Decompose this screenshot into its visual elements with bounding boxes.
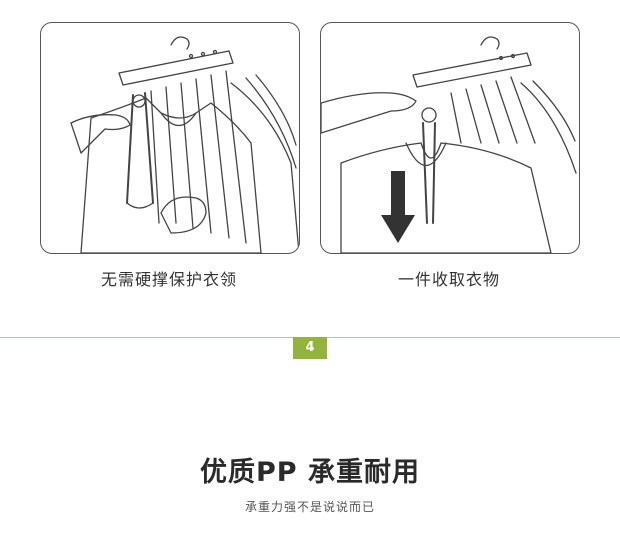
hanger-collar-illustration xyxy=(70,36,299,253)
illustration-panel-left xyxy=(40,22,300,254)
hanger-hook xyxy=(480,36,500,50)
step-caption-left: 无需硬撑保护衣领 xyxy=(100,270,237,289)
step-badge: 4 xyxy=(293,337,327,359)
hanger-bar xyxy=(118,50,234,86)
illustration-panel-right xyxy=(320,22,580,254)
hanger-hook xyxy=(170,36,190,50)
hanger-retrieve-illustration xyxy=(321,36,577,253)
step-caption-right: 一件收取衣物 xyxy=(397,270,500,289)
section-headline: 优质PP 承重耐用 xyxy=(200,457,420,488)
down-arrow-icon xyxy=(381,171,415,243)
section-subheadline: 承重力强不是说说而已 xyxy=(244,500,375,514)
hanger-bar xyxy=(412,52,532,88)
